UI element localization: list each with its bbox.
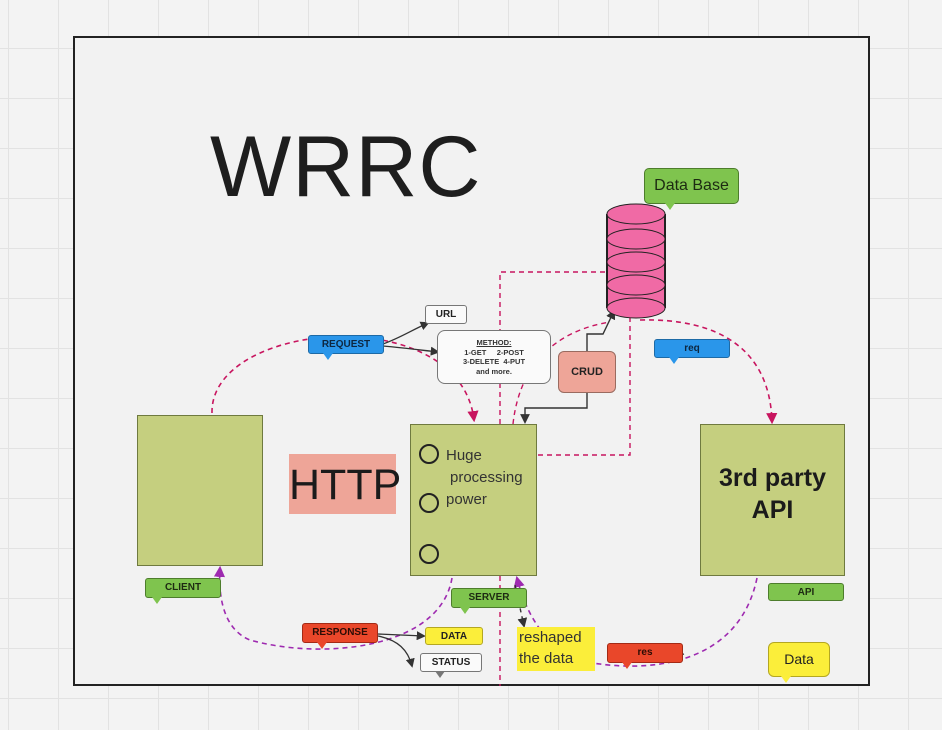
callout-notch	[781, 676, 791, 683]
callout-notch	[622, 662, 632, 669]
response-to-status	[377, 635, 415, 668]
status-tag: STATUS	[420, 653, 482, 678]
api-tag: API	[768, 583, 844, 601]
third-party-api-label: 3rd party API	[700, 462, 845, 526]
page-title: WRRC	[210, 119, 482, 215]
third-party-line: API	[751, 496, 794, 524]
callout-notch	[323, 353, 333, 360]
callout-notch	[665, 203, 675, 210]
callout-notch	[460, 607, 470, 614]
url-tag: URL	[425, 305, 467, 324]
third-party-line: 3rd party	[719, 464, 826, 492]
res-tag-text: res	[637, 647, 653, 658]
client-tag: CLIENT	[145, 578, 221, 604]
method-note: METHOD: 1-GET 2-POST 3-DELETE 4-PUT and …	[437, 330, 551, 384]
data-tag: DATA	[425, 627, 483, 645]
response-to-data	[377, 631, 426, 641]
reshaped-line: reshaped	[519, 629, 582, 646]
request-tag: REQUEST	[308, 335, 384, 360]
res-arrow	[513, 575, 758, 667]
request-tag-text: REQUEST	[321, 339, 371, 350]
reshaped-note: reshaped the data	[517, 627, 595, 671]
callout-notch	[317, 642, 327, 649]
reshape-arrow	[514, 584, 528, 628]
crud-to-db	[586, 309, 616, 351]
callout-notch	[435, 671, 445, 678]
callout-notch	[669, 357, 679, 364]
api-tag-text: API	[797, 587, 815, 598]
server-line: power	[446, 491, 487, 508]
data-note: Data	[768, 642, 830, 683]
reshaped-line: the data	[519, 650, 574, 667]
req-tag-text: req	[684, 343, 700, 354]
method-line: and more.	[476, 366, 512, 376]
http-label: HTTP	[289, 454, 401, 514]
callout-notch	[152, 597, 162, 604]
method-line: 3-DELETE 4-PUT	[462, 357, 526, 366]
db-server-return	[538, 296, 631, 456]
database-label: Data Base	[644, 168, 739, 210]
server-circle-icon	[419, 544, 439, 564]
data-tag-text: DATA	[440, 631, 468, 642]
server-circle-icon	[419, 493, 439, 513]
server-line: Huge	[446, 447, 482, 464]
request-to-method	[382, 345, 440, 356]
response-tag: RESPONSE	[302, 623, 378, 649]
url-tag-text: URL	[435, 309, 457, 320]
req-arrow	[639, 319, 778, 425]
method-title: METHOD:	[476, 338, 512, 347]
server-tag: SERVER	[451, 588, 527, 614]
status-tag-text: STATUS	[431, 657, 471, 668]
method-line: 1-GET 2-POST	[464, 347, 524, 357]
client-tag-text: CLIENT	[164, 582, 202, 593]
server-line: processing	[450, 469, 523, 486]
data-note-text: Data	[784, 651, 814, 667]
server-circle-icon	[419, 444, 439, 464]
server-tag-text: SERVER	[468, 592, 510, 603]
server-db-curve	[512, 321, 611, 425]
client-box	[137, 415, 263, 566]
server-description: Huge processing power	[446, 445, 523, 511]
req-tag: req	[654, 339, 730, 364]
third-party-api-box	[700, 424, 845, 576]
database-label-text: Data Base	[654, 177, 729, 194]
database-icon	[606, 203, 666, 319]
request-to-url	[382, 321, 430, 345]
crud-box: CRUD	[558, 351, 616, 393]
res-tag: res	[607, 643, 683, 669]
response-arrow	[213, 565, 453, 650]
crud-to-server	[520, 393, 588, 424]
response-tag-text: RESPONSE	[312, 627, 368, 638]
